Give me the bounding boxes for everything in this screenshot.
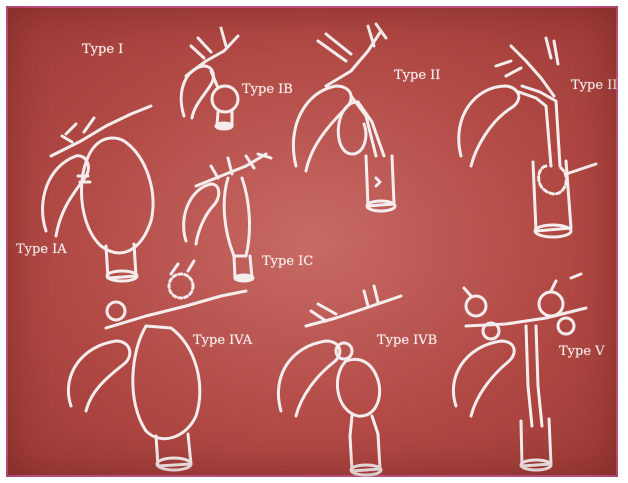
type-ic-drawing	[184, 154, 271, 281]
label-type-ic: Type IC	[262, 254, 313, 269]
label-type-iva: Type IVA	[193, 333, 252, 348]
type-iii-drawing	[459, 38, 596, 237]
type-ii-drawing	[293, 24, 395, 211]
label-type-ii: Type II	[394, 68, 440, 83]
label-type-iii: Type III	[571, 78, 618, 93]
choledochal-cyst-drawings	[6, 6, 618, 477]
type-ib-drawing	[181, 28, 238, 129]
type-ivb-drawing	[278, 286, 401, 475]
diagram-slide: Type I Type IB Type II Type III Type IA …	[6, 6, 618, 477]
label-type-i: Type I	[82, 42, 123, 57]
label-type-ib: Type IB	[242, 82, 293, 97]
type-v-drawing	[453, 274, 586, 470]
label-type-ia: Type IA	[16, 242, 67, 257]
label-type-v: Type V	[559, 344, 605, 359]
type-iva-drawing	[68, 261, 246, 470]
label-type-ivb: Type IVB	[377, 333, 437, 348]
